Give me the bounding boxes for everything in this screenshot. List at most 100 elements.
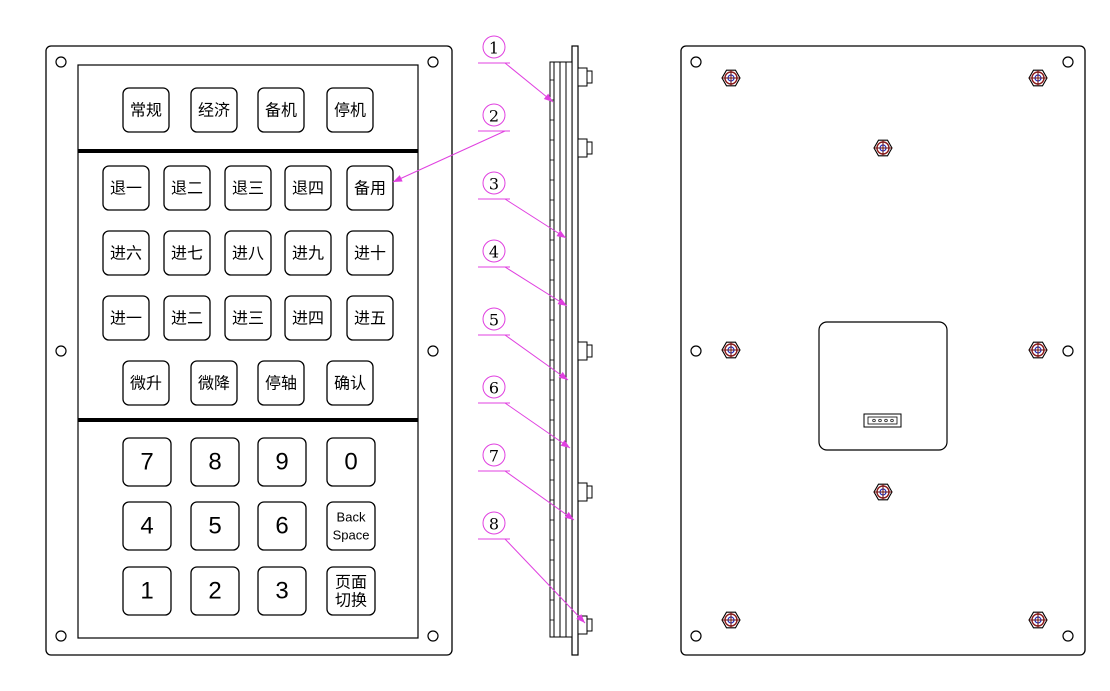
mounting-hole [1062, 56, 1074, 68]
side-layer-c [553, 61, 561, 638]
hex-standoff-nut [721, 69, 741, 87]
keypad-key[interactable]: 4 [122, 501, 172, 551]
keypad-key[interactable]: 备用 [346, 165, 394, 211]
callout-number: 5 [489, 311, 499, 330]
callout-arrowhead [543, 93, 553, 102]
callout-circle [482, 35, 506, 59]
keypad-key[interactable]: 进九 [284, 230, 332, 276]
keypad-key[interactable]: 确认 [326, 360, 374, 406]
callout-arrowhead [557, 298, 567, 306]
key-label: 1 [140, 578, 153, 605]
key-outline [326, 87, 374, 133]
key-label: 确认 [334, 374, 366, 393]
side-layer-d [549, 61, 555, 638]
callout-leader [504, 62, 554, 103]
keypad-key[interactable]: 6 [257, 501, 307, 551]
keypad-key[interactable]: 进七 [163, 230, 211, 276]
keypad-key[interactable]: 常规 [122, 87, 170, 133]
keypad-key[interactable]: 微升 [122, 360, 170, 406]
keypad-key[interactable]: 进一 [102, 295, 150, 341]
key-outline [190, 87, 238, 133]
callout-arrowhead [393, 175, 403, 182]
callout-arrowhead [556, 230, 566, 238]
keypad-key[interactable]: 退二 [163, 165, 211, 211]
keypad-key[interactable]: 进五 [346, 295, 394, 341]
key-outline [102, 230, 150, 276]
key-label: 0 [344, 449, 357, 476]
keypad-key[interactable]: 退三 [224, 165, 272, 211]
key-outline [257, 501, 307, 551]
keypad-key[interactable]: 1 [122, 566, 172, 616]
keypad-key[interactable]: 2 [190, 566, 240, 616]
front-view: 常规 经济 备机 停机退一 退二退三退四备用进六进七进八进九 进十进一 进二 进三 进四 进五微升… [45, 45, 453, 656]
key-label-line: 页面 [335, 573, 367, 592]
key-label: 备机 [265, 101, 297, 120]
key-outline [346, 165, 394, 211]
keypad-key[interactable]: 进二 [163, 295, 211, 341]
key-outline [224, 165, 272, 211]
key-label: 进十 [354, 244, 386, 263]
callout-number: 2 [489, 107, 499, 126]
keypad-key[interactable]: 备机 [257, 87, 305, 133]
keypad-key[interactable]: 9 [257, 437, 307, 487]
callout-circle [482, 103, 506, 127]
key-label: 7 [140, 449, 153, 476]
callout-arrowhead [558, 371, 568, 380]
keypad-key[interactable]: 进四 [284, 295, 332, 341]
keypad-key[interactable]: 停轴 [257, 360, 305, 406]
keypad-key[interactable]: 3 [257, 566, 307, 616]
callout-5: 5 [478, 307, 569, 381]
mounting-hole [55, 56, 67, 68]
key-label: 退一 [110, 179, 142, 198]
rear-standoff-boss [577, 341, 593, 361]
callout-arrowhead [576, 614, 585, 623]
key-label: 进三 [232, 309, 264, 328]
key-outline [122, 501, 172, 551]
key-label: 常规 [130, 101, 162, 120]
key-outline [257, 566, 307, 616]
side-layer-b [559, 61, 567, 638]
keypad-key[interactable]: 进六 [102, 230, 150, 276]
keypad-key[interactable]: 8 [190, 437, 240, 487]
callout-number: 4 [489, 243, 499, 262]
keypad-key[interactable]: 经济 [190, 87, 238, 133]
keypad-key[interactable]: 进十 [346, 230, 394, 276]
key-outline [257, 360, 305, 406]
keypad-key[interactable]: 0 [326, 437, 376, 487]
callout-circle [482, 375, 506, 399]
hex-standoff-nut [873, 483, 893, 501]
callout-leader [504, 538, 586, 624]
connector-pin [884, 418, 888, 423]
key-label: 停机 [334, 101, 366, 120]
key-outline [190, 360, 238, 406]
key-label: 进二 [171, 309, 203, 328]
keypad-key[interactable]: 退四 [284, 165, 332, 211]
mounting-hole [1062, 345, 1074, 357]
connector-inner [867, 416, 898, 425]
callout-leader [504, 266, 568, 307]
callout-3: 3 [478, 171, 567, 239]
keypad-key[interactable]: 进八 [224, 230, 272, 276]
key-label-line: Back [337, 510, 366, 525]
keypad-key[interactable]: 5 [190, 501, 240, 551]
keypad-key[interactable]: 7 [122, 437, 172, 487]
callout-arrowhead [560, 439, 570, 448]
keypad-key[interactable]: 进三 [224, 295, 272, 341]
key-outline [122, 437, 172, 487]
key-label: 进五 [354, 309, 386, 328]
callout-7: 7 [478, 443, 575, 521]
keypad-key[interactable]: 微降 [190, 360, 238, 406]
callout-number: 8 [489, 515, 499, 534]
key-outline [284, 165, 332, 211]
mounting-hole [55, 630, 67, 642]
keypad-key[interactable]: 停机 [326, 87, 374, 133]
mounting-hole [427, 630, 439, 642]
mounting-hole [427, 345, 439, 357]
key-label: 2 [208, 578, 221, 605]
rear-standoff-boss [577, 482, 593, 502]
keypad-key[interactable]: 退一 [102, 165, 150, 211]
key-outline [224, 295, 272, 341]
